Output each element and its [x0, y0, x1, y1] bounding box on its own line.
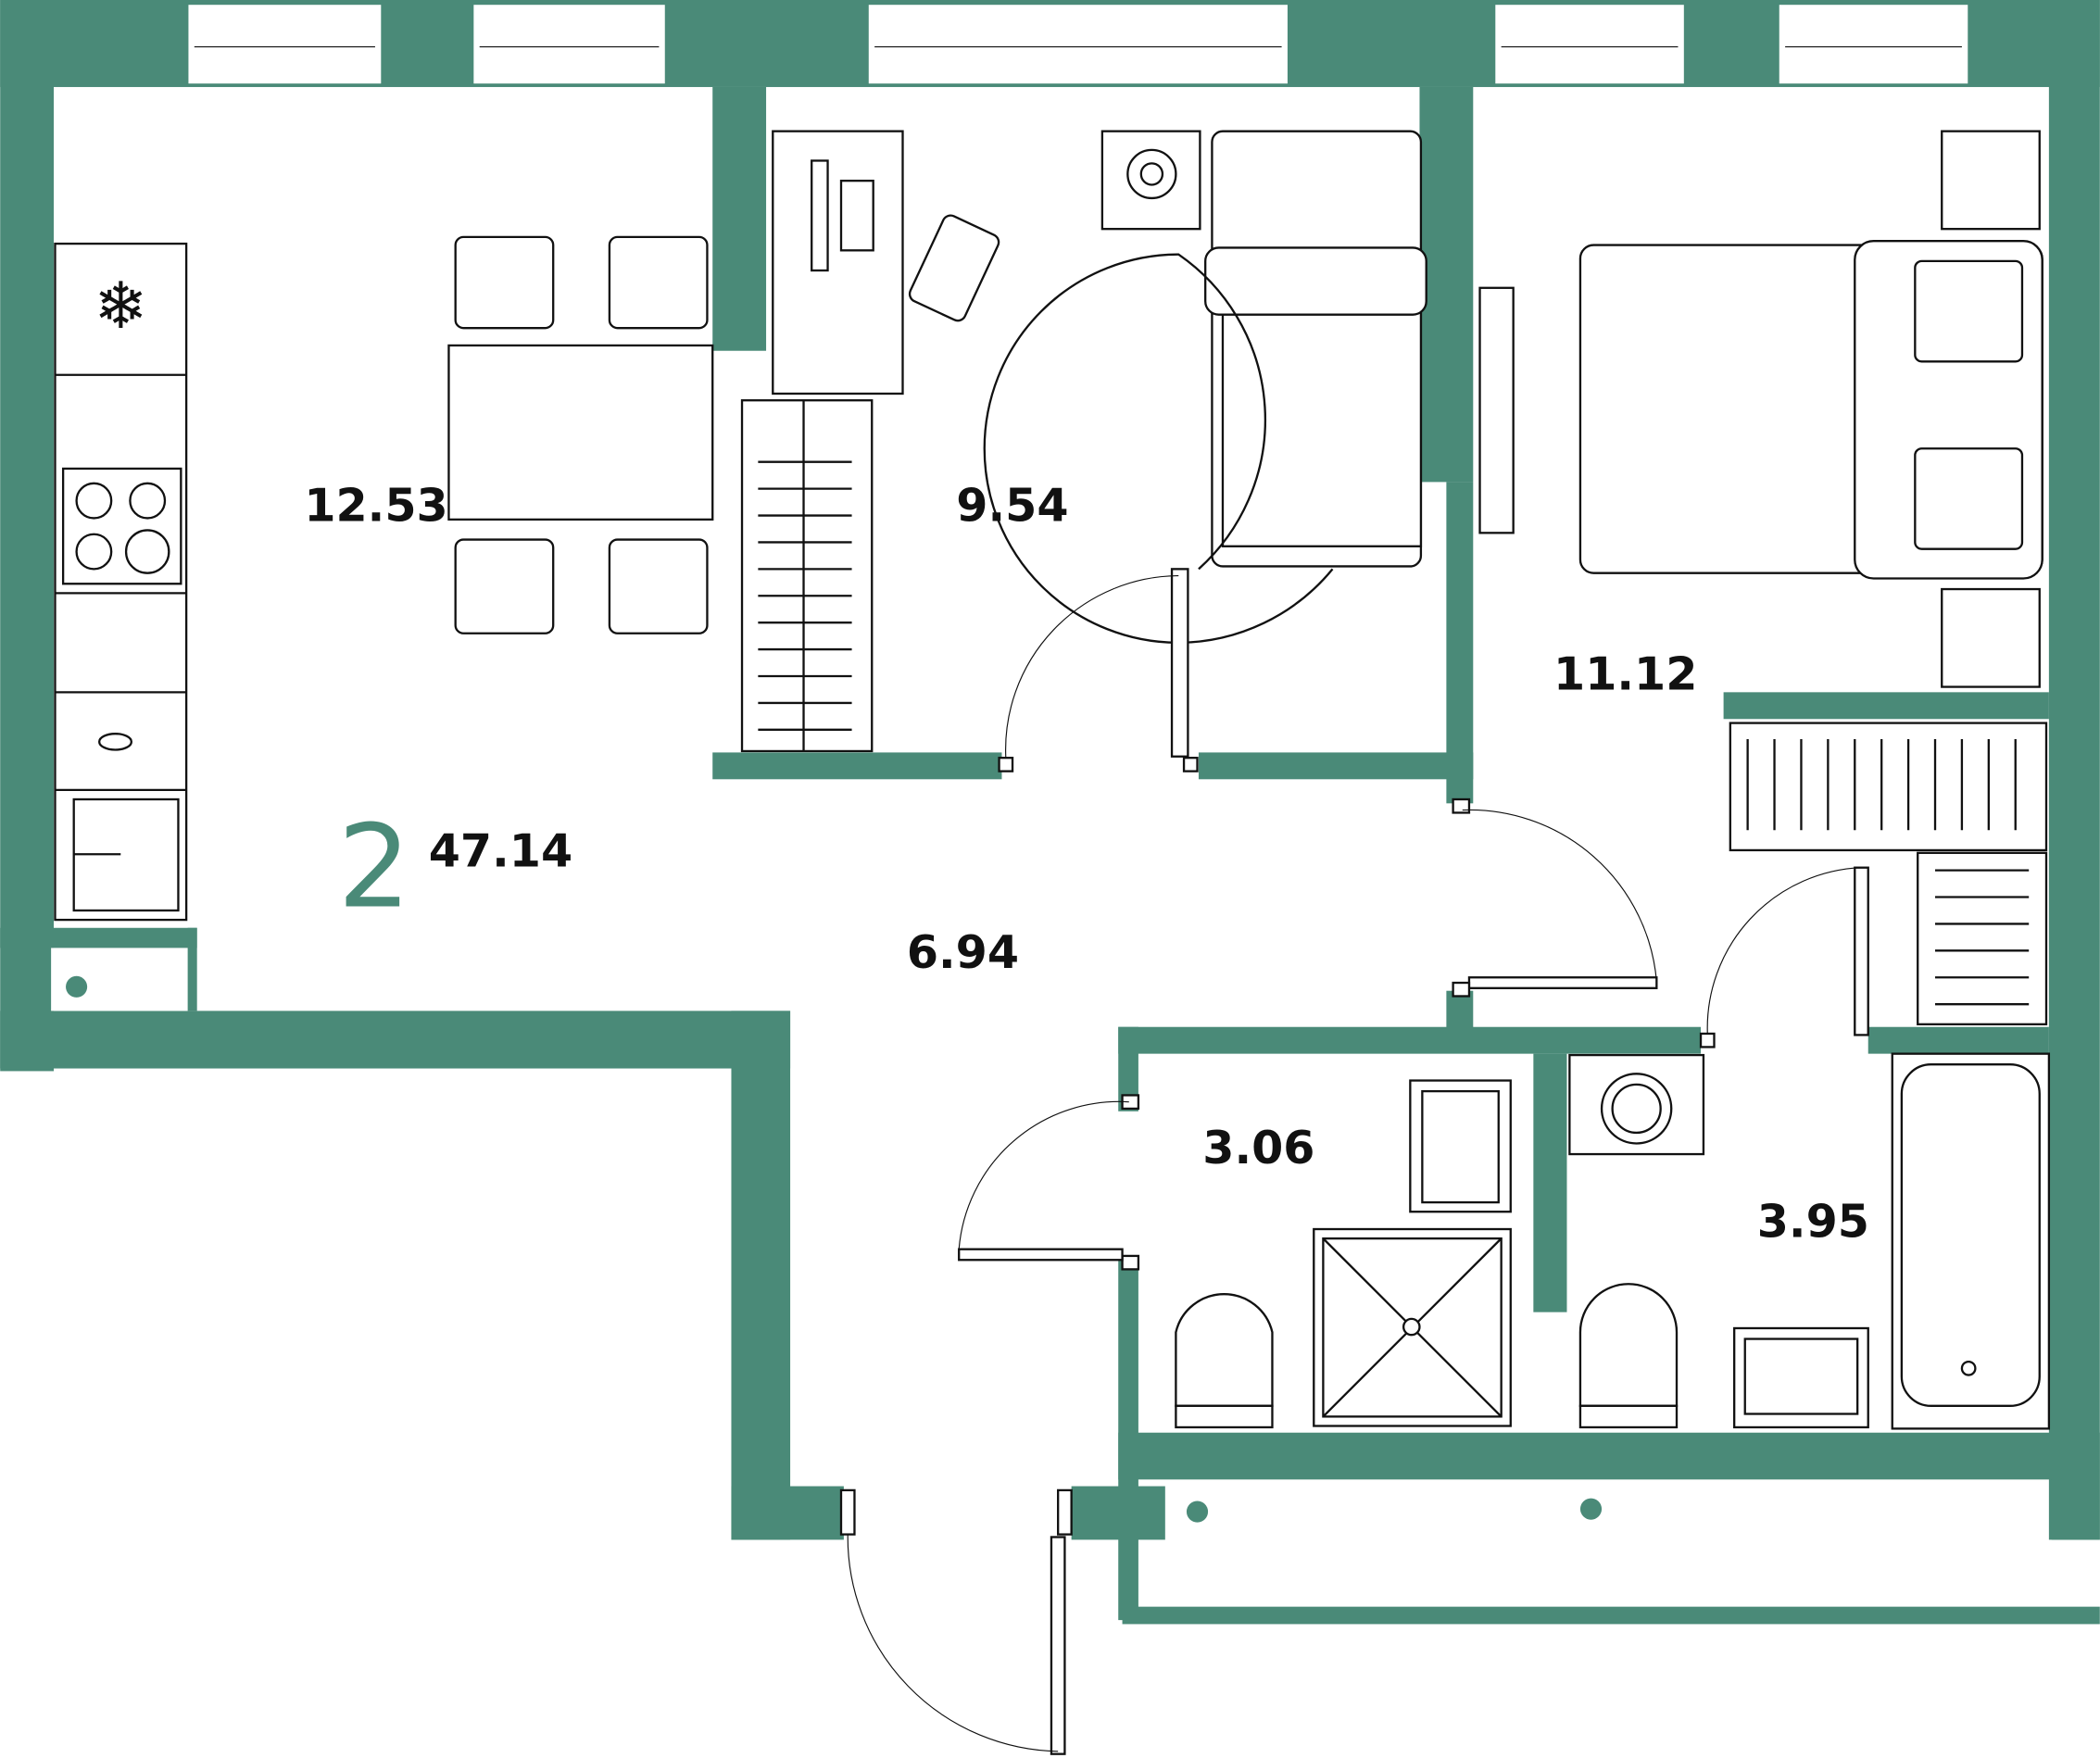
total-area: 47.14 — [429, 823, 572, 877]
room-area-bedroom-2: 11.12 — [1553, 647, 1697, 700]
room-area-toilet: 3.06 — [1202, 1121, 1314, 1174]
doors — [839, 797, 1862, 1755]
labels: 12.53 9.54 11.12 6.94 3.06 3.95 2 47.14 — [304, 478, 1869, 1248]
windows — [186, 3, 1970, 85]
rooms-count: 2 — [337, 801, 410, 935]
bathroom-fixtures — [1175, 1052, 2051, 1430]
room-area-kitchen: 12.53 — [304, 478, 447, 532]
room-area-bathroom: 3.95 — [1757, 1195, 1869, 1249]
kitchen-furniture: ❄ — [54, 235, 714, 922]
bedroom-2-furniture — [1478, 130, 2048, 1036]
bedroom-1-furniture — [740, 130, 1427, 772]
room-area-hallway: 6.94 — [907, 925, 1019, 979]
freezer-icon: ❄ — [94, 271, 147, 343]
room-area-bedroom-1: 9.54 — [956, 478, 1068, 532]
balcony-fixtures — [51, 948, 1603, 1523]
